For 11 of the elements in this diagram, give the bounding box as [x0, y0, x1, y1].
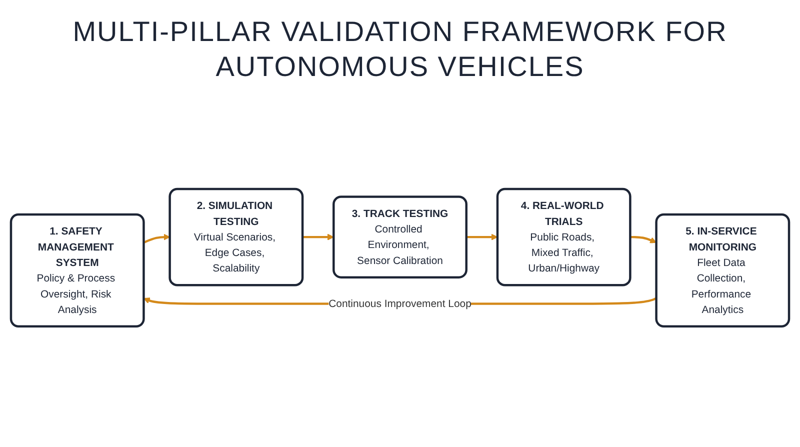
arrow: [466, 234, 498, 241]
title: MULTI-PILLAR VALIDATION FRAMEWORK FOR AUTONOMOUS VEHICLES: [72, 15, 728, 84]
node-box: 5. IN-SERVICE MONITORING Fleet Data Collection, Performance Analytics: [655, 214, 790, 328]
arrow: [143, 234, 170, 244]
edge-label: Continuous Improvement Loop: [328, 298, 472, 310]
node-box: 3. TRACK TESTING Controlled Environment, Sensor Calibration: [332, 196, 468, 279]
arrow: [302, 234, 334, 241]
node-box: 2. SIMULATION TESTING Virtual Scenarios, Edge Cases, Scalability: [168, 188, 304, 287]
node-box: 1. SAFETY MANAGEMENT SYSTEM Policy & Process Oversight, Risk Analysis: [10, 214, 145, 328]
node-box: 4. REAL-WORLD TRIALS Public Roads, Mixed Traffic, Urban/Highway: [496, 188, 632, 287]
arrow: [630, 236, 657, 244]
